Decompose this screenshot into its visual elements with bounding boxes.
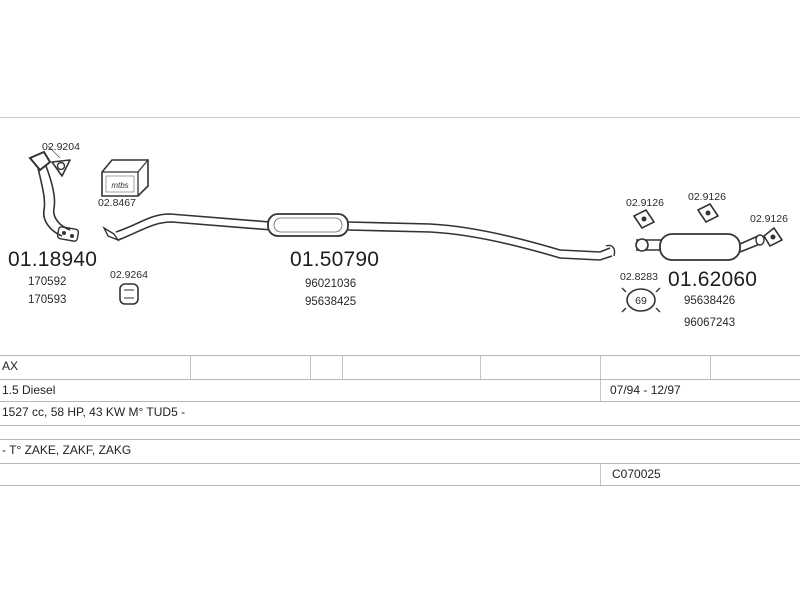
ref-front-pipe-1: 170592	[28, 276, 66, 288]
rear-clamp[interactable]: 69	[621, 287, 661, 313]
catalog-code: C070025	[612, 467, 661, 481]
spec-row-codes: - T° ZAKE, ZAKF, ZAKG	[0, 439, 800, 464]
spec-row-blank	[0, 425, 800, 440]
engine-details: 1527 cc, 58 HP, 43 KW M° TUD5 -	[2, 405, 186, 419]
top-rule	[0, 117, 800, 118]
production-years: 07/94 - 12/97	[610, 383, 681, 397]
rear-clamp-size: 69	[635, 295, 647, 307]
ref-middle-silencer-2: 95638425	[305, 296, 356, 308]
separator	[190, 356, 191, 380]
label-hanger-1: 02.9126	[626, 197, 664, 209]
label-front-clamp: 02.9264	[110, 269, 148, 281]
spec-row-catalog: C070025	[0, 463, 800, 486]
middle-silencer[interactable]	[102, 213, 616, 261]
separator	[600, 356, 601, 380]
separator	[310, 356, 311, 380]
engine-codes: - T° ZAKE, ZAKF, ZAKG	[2, 443, 132, 457]
flange-gasket[interactable]	[47, 145, 71, 177]
front-pipe[interactable]	[28, 150, 80, 242]
model-name: AX	[2, 359, 19, 373]
label-mounting-kit: 02.8467	[98, 197, 136, 209]
ref-front-pipe-2: 170593	[28, 294, 66, 306]
hanger-2[interactable]	[696, 202, 720, 224]
hanger-1[interactable]	[632, 208, 656, 230]
engine: 1.5 Diesel	[2, 383, 56, 397]
separator	[342, 356, 343, 380]
spec-bottom-rule	[0, 485, 800, 486]
separator	[600, 464, 601, 486]
separator	[480, 356, 481, 380]
separator	[710, 356, 711, 380]
label-hanger-2: 02.9126	[688, 191, 726, 203]
part-number-front-pipe: 01.18940	[8, 248, 97, 271]
part-number-middle-silencer: 01.50790	[290, 248, 379, 271]
spec-row-model: AX	[0, 355, 800, 380]
part-number-rear-silencer: 01.62060	[668, 268, 757, 291]
spec-row-details: 1527 cc, 58 HP, 43 KW M° TUD5 -	[0, 401, 800, 426]
front-clamp[interactable]	[119, 283, 139, 305]
mounting-kit-logo: mtbs	[111, 181, 128, 190]
separator	[600, 380, 601, 402]
exhaust-diagram: mtbs	[8, 141, 788, 329]
hanger-3[interactable]	[762, 226, 784, 248]
ref-rear-silencer-1: 95638426	[684, 295, 735, 307]
label-gasket-flange: 02.9204	[42, 141, 80, 153]
label-rear-clamp: 02.8283	[620, 271, 658, 283]
spec-row-engine: 1.5 Diesel 07/94 - 12/97	[0, 379, 800, 402]
label-hanger-3: 02.9126	[750, 213, 788, 225]
ref-middle-silencer-1: 96021036	[305, 278, 356, 290]
rear-silencer[interactable]	[635, 233, 765, 261]
mounting-kit-box[interactable]: mtbs	[101, 159, 149, 197]
ref-rear-silencer-2: 96067243	[684, 317, 735, 329]
